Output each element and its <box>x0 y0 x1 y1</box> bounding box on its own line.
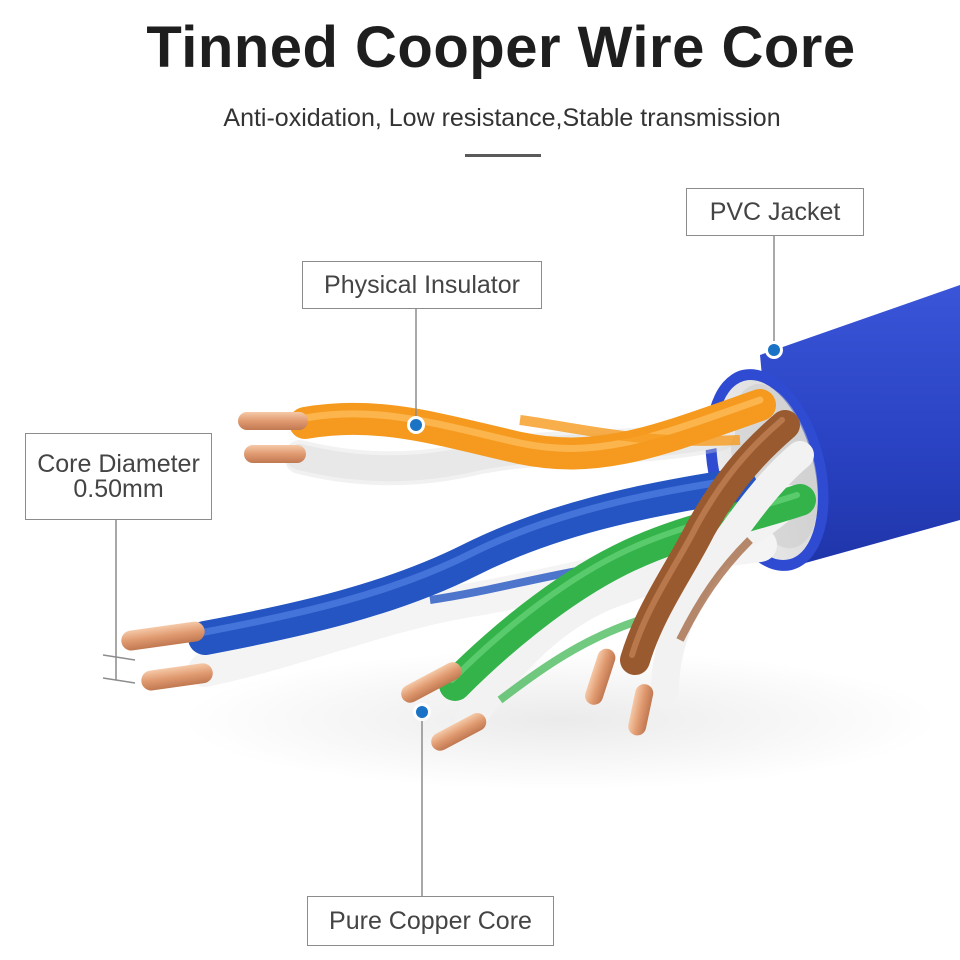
orange-wire-pair <box>238 389 776 486</box>
core-diameter-value: 0.50mm <box>73 474 164 503</box>
physical-insulator-callout: Physical Insulator <box>302 261 542 309</box>
pvc-jacket-callout: PVC Jacket <box>686 188 864 236</box>
callout-markers <box>407 341 783 721</box>
page-subtitle: Anti-oxidation, Low resistance,Stable tr… <box>223 104 781 132</box>
page-title: Tinned Cooper Wire Core <box>146 15 856 80</box>
pvc-jacket-label: PVC Jacket <box>709 197 841 226</box>
brown-wire-pair <box>585 410 814 736</box>
physical-insulator-label: Physical Insulator <box>324 270 520 299</box>
core-diameter-label: Core Diameter <box>37 449 200 478</box>
pure-copper-core-label: Pure Copper Core <box>329 906 532 935</box>
pure-copper-core-callout: Pure Copper Core <box>307 896 554 946</box>
title-divider <box>465 154 541 157</box>
core-diameter-callout: Core Diameter 0.50mm <box>25 433 212 520</box>
callout-leader-lines <box>102 236 775 896</box>
cable-shadow <box>180 650 940 790</box>
